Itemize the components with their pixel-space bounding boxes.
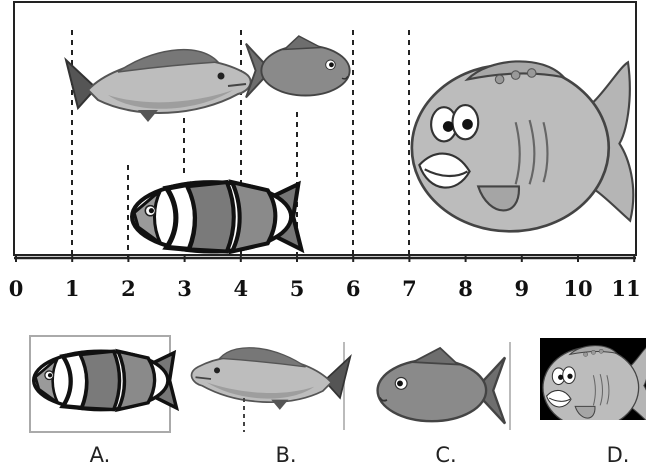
tick-label: 7: [402, 276, 417, 301]
option-label: D.: [607, 443, 630, 467]
tick-label: 1: [65, 276, 80, 301]
option-a[interactable]: A.: [30, 336, 176, 467]
tick-label: 0: [9, 276, 24, 301]
tick-label: 2: [121, 276, 136, 301]
option-b[interactable]: B.: [192, 342, 351, 467]
tick-label: 8: [458, 276, 473, 301]
tick-label: 11: [611, 276, 640, 301]
option-label: C.: [435, 443, 456, 467]
option-label: A.: [90, 443, 111, 467]
option-c[interactable]: C.: [378, 342, 510, 467]
small-fish-icon: [378, 348, 505, 424]
option-d[interactable]: D.: [540, 338, 646, 467]
option-label: B.: [275, 443, 296, 467]
tick-label: 3: [177, 276, 192, 301]
tick-label: 10: [563, 276, 592, 301]
tick-label: 6: [346, 276, 361, 301]
tick-label: 5: [290, 276, 305, 301]
number-line-ticks: 0 1 2 3 4 5 6 7 8 9 10 11: [9, 254, 641, 301]
tick-label: 4: [233, 276, 248, 301]
perch-fish-icon: [192, 348, 351, 410]
tick-label: 9: [514, 276, 529, 301]
